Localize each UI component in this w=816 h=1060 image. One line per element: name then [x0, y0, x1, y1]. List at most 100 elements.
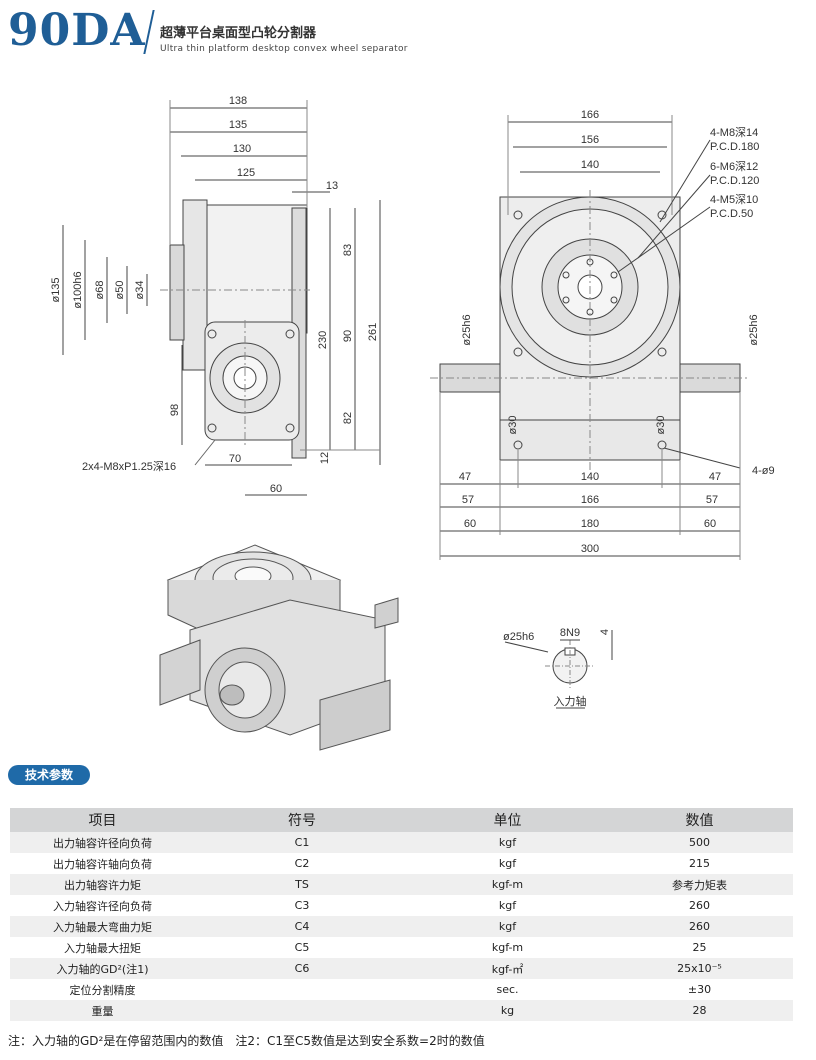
cell-item: 定位分割精度 — [10, 979, 195, 1000]
title-cn: 超薄平台桌面型凸轮分割器 — [160, 26, 317, 41]
key-detail — [504, 630, 613, 709]
table-row: 出力轴容许力矩 TS kgf-m 参考力矩表 — [10, 874, 793, 895]
footnote: 注：入力轴的GD²是在停留范围内的数值 注2：C1至C5数值是达到安全系数=2时… — [8, 1034, 485, 1048]
cell-unit: sec. — [409, 979, 606, 1000]
table-row: 出力轴容许轴向负荷 C2 kgf 215 — [10, 853, 793, 874]
dim-60: 60 — [270, 483, 282, 495]
dim-140-top: 140 — [581, 159, 599, 171]
side-view — [62, 100, 381, 496]
table-row: 重量 kg 28 — [10, 1000, 793, 1021]
header-item: 项目 — [10, 808, 195, 832]
cell-symbol: C5 — [195, 937, 409, 958]
dim-d100h6: ø100h6 — [72, 271, 84, 308]
dim-230: 230 — [317, 331, 329, 349]
cell-item: 入力轴最大弯曲力矩 — [10, 916, 195, 937]
technical-drawing: 138 135 130 125 13 83 230 90 261 82 12 ø… — [50, 95, 775, 751]
callout-m5: 4-M5深10 — [710, 193, 758, 206]
cell-value: ±30 — [606, 979, 793, 1000]
dim-60-left: 60 — [464, 518, 476, 530]
dim-125: 125 — [237, 167, 255, 179]
dim-57-right: 57 — [706, 494, 718, 506]
cell-symbol: C2 — [195, 853, 409, 874]
cell-unit: kgf — [409, 853, 606, 874]
dim-shaft-left: ø25h6 — [461, 314, 473, 345]
front-view — [430, 115, 750, 560]
callout-tapped-holes: 2x4-M8xP1.25深16 — [82, 460, 176, 473]
cell-item: 出力轴容许力矩 — [10, 874, 195, 895]
dim-82: 82 — [342, 412, 354, 424]
dim-90: 90 — [342, 330, 354, 342]
key-shaft-dia: ø25h6 — [503, 631, 534, 643]
title-en: Ultra thin platform desktop convex wheel… — [160, 44, 408, 54]
cell-item: 重量 — [10, 1000, 195, 1021]
cell-value: 25 — [606, 937, 793, 958]
cell-unit: kgf — [409, 895, 606, 916]
key-label: 入力轴 — [554, 694, 587, 708]
cell-symbol — [195, 1000, 409, 1021]
dim-47-left: 47 — [459, 471, 471, 483]
header-value: 数值 — [606, 808, 793, 832]
dim-47-right: 47 — [709, 471, 721, 483]
cell-value: 260 — [606, 916, 793, 937]
dim-13: 13 — [326, 180, 338, 192]
cell-symbol — [195, 979, 409, 1000]
cell-value: 260 — [606, 895, 793, 916]
dim-135: 135 — [229, 119, 247, 131]
header-unit: 单位 — [409, 808, 606, 832]
dim-60-right: 60 — [704, 518, 716, 530]
model-number: 90DA — [8, 5, 146, 56]
header: 90DA 超薄平台桌面型凸轮分割器 Ultra thin platform de… — [8, 6, 608, 56]
cell-unit: kgf-m — [409, 874, 606, 895]
cell-unit: kg — [409, 1000, 606, 1021]
cell-unit: kgf — [409, 832, 606, 853]
section-title-specs: 技术参数 — [8, 765, 90, 785]
dim-12: 12 — [319, 452, 331, 464]
dim-166-bottom: 166 — [581, 494, 599, 506]
dim-83: 83 — [342, 244, 354, 256]
dim-300: 300 — [581, 543, 599, 555]
dim-shaft-right: ø25h6 — [748, 314, 760, 345]
dim-body-left: ø30 — [507, 416, 519, 435]
cell-symbol: TS — [195, 874, 409, 895]
header-symbol: 符号 — [195, 808, 409, 832]
table-row: 入力轴最大弯曲力矩 C4 kgf 260 — [10, 916, 793, 937]
table-row: 入力轴容许径向负荷 C3 kgf 260 — [10, 895, 793, 916]
cell-symbol: C6 — [195, 958, 409, 979]
cell-value: 25x10⁻⁵ — [606, 958, 793, 979]
dim-140-bottom: 140 — [581, 471, 599, 483]
cell-item: 入力轴容许径向负荷 — [10, 895, 195, 916]
cell-item: 出力轴容许轴向负荷 — [10, 853, 195, 874]
dim-d34: ø34 — [134, 281, 146, 300]
dim-166-top: 166 — [581, 109, 599, 121]
callout-pcd120: P.C.D.120 — [710, 175, 759, 187]
dim-d50: ø50 — [114, 281, 126, 300]
table-header-row: 项目 符号 单位 数值 — [10, 808, 793, 832]
dim-d135: ø135 — [50, 277, 62, 302]
cell-symbol: C3 — [195, 895, 409, 916]
cell-unit: kgf-㎡ — [409, 958, 606, 979]
dim-261: 261 — [367, 323, 379, 341]
isometric-view — [159, 544, 399, 751]
table-row: 出力轴容许径向负荷 C1 kgf 500 — [10, 832, 793, 853]
cell-unit: kgf — [409, 916, 606, 937]
cell-value: 参考力矩表 — [606, 874, 793, 895]
dim-body-right: ø30 — [655, 416, 667, 435]
dim-156: 156 — [581, 134, 599, 146]
table-row: 入力轴的GD²(注1) C6 kgf-㎡ 25x10⁻⁵ — [10, 958, 793, 979]
callout-pcd50: P.C.D.50 — [710, 208, 753, 220]
cell-item: 出力轴容许径向负荷 — [10, 832, 195, 853]
callout-m8: 4-M8深14 — [710, 126, 758, 139]
callout-m6: 6-M6深12 — [710, 160, 758, 173]
dim-57-left: 57 — [462, 494, 474, 506]
dim-98: 98 — [169, 404, 181, 416]
cell-symbol: C1 — [195, 832, 409, 853]
cell-symbol: C4 — [195, 916, 409, 937]
dim-130: 130 — [233, 143, 251, 155]
cell-value: 215 — [606, 853, 793, 874]
cell-value: 500 — [606, 832, 793, 853]
key-width: 8N9 — [560, 627, 580, 639]
dim-180: 180 — [581, 518, 599, 530]
callout-4-d9: 4-ø9 — [752, 465, 775, 477]
spec-table: 项目 符号 单位 数值 出力轴容许径向负荷 C1 kgf 500 出力轴容许轴向… — [10, 808, 793, 1021]
dim-70: 70 — [229, 453, 241, 465]
